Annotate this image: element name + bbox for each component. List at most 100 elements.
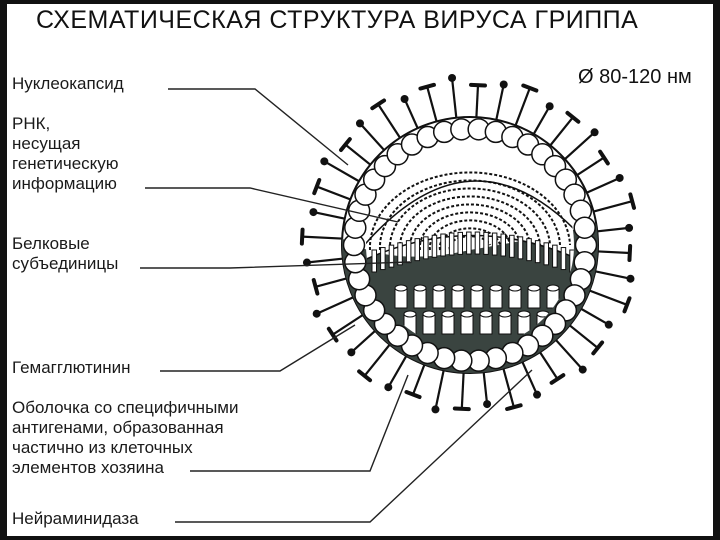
spike-knob xyxy=(499,80,508,89)
capsomer-cap xyxy=(479,310,493,318)
spike xyxy=(332,312,366,336)
label-neuraminidase: Нейраминидаза xyxy=(12,509,139,528)
subunit-rod xyxy=(423,236,429,260)
spike xyxy=(553,337,584,371)
rna-coil xyxy=(398,195,541,251)
surface-spikes xyxy=(299,73,637,414)
spike xyxy=(475,85,480,120)
spike xyxy=(587,288,628,306)
spike-head xyxy=(549,373,566,385)
rna-coil xyxy=(388,187,551,251)
spike-head xyxy=(521,83,539,93)
capsomer-cap xyxy=(517,310,531,318)
capsomer-cap xyxy=(498,310,512,318)
spike xyxy=(450,77,458,120)
label-nucleocapsid: Нуклеокапсид xyxy=(12,74,124,93)
subunit-rod xyxy=(543,242,549,266)
spike-knob xyxy=(604,320,613,329)
spike-head xyxy=(339,137,352,153)
spike xyxy=(578,306,610,326)
subunit-rod xyxy=(474,231,481,255)
spike xyxy=(494,84,505,122)
protein-subunit-rods xyxy=(371,231,574,273)
spike xyxy=(315,276,349,288)
diagram-title: СХЕМАТИЧЕСКАЯ СТРУКТУРА ВИРУСА ГРИППА xyxy=(36,6,639,34)
subunit-rod xyxy=(491,232,498,256)
label-hemagglutinin: Гемагглютинин xyxy=(12,358,131,377)
subunit-rod xyxy=(457,231,463,255)
subunit-rod xyxy=(405,240,412,264)
spike-knob xyxy=(312,309,321,318)
spike-head xyxy=(418,82,436,91)
spike-knob xyxy=(483,400,492,409)
spike xyxy=(387,353,409,388)
subunit-rod xyxy=(509,234,515,258)
spike xyxy=(306,257,345,264)
capsomer-cap xyxy=(413,284,427,292)
subunit-rod xyxy=(534,240,541,264)
capsomer-cap xyxy=(460,310,474,318)
spike-knob xyxy=(625,223,634,232)
rna-coil xyxy=(368,171,571,251)
spike xyxy=(548,116,574,148)
rna-coil xyxy=(408,203,531,251)
spike xyxy=(434,368,446,410)
spike-knob xyxy=(400,94,409,103)
subunit-rod xyxy=(388,244,395,268)
spike-head xyxy=(628,192,637,210)
capsomer-cap xyxy=(441,310,455,318)
spike-knob xyxy=(533,390,542,399)
capsomer-cap xyxy=(422,310,436,318)
spike-head xyxy=(627,244,633,262)
capsomer-cap xyxy=(470,284,484,292)
capsomer-cap xyxy=(394,284,408,292)
spike-knob xyxy=(448,73,457,82)
spike-knob xyxy=(309,208,318,217)
pointer-hemagglutinin xyxy=(160,324,356,372)
spike xyxy=(513,87,531,128)
spike xyxy=(377,103,403,141)
subunit-rod xyxy=(560,247,567,271)
spike-head xyxy=(505,403,523,412)
subunit-rod xyxy=(466,231,472,255)
subunit-rod xyxy=(500,233,506,257)
subunit-rod xyxy=(414,238,420,262)
spike xyxy=(363,342,392,377)
subunit-rod xyxy=(448,232,455,256)
spike xyxy=(520,359,539,396)
spike-head xyxy=(299,227,305,246)
subunit-rod xyxy=(517,236,524,260)
spike xyxy=(426,86,439,124)
spike-knob xyxy=(320,157,329,166)
capsomer-cap xyxy=(527,284,541,292)
subunit-rod xyxy=(380,247,386,271)
spike-head xyxy=(591,340,605,356)
spike xyxy=(531,105,551,137)
spike-knob xyxy=(302,258,311,267)
spike-knob xyxy=(545,102,554,111)
spike xyxy=(593,269,631,280)
label-protein-subunits: Белковые субъединицы xyxy=(12,234,119,273)
spike-head xyxy=(469,82,487,88)
size-label: Ø 80-120 нм xyxy=(578,66,692,88)
spike-head xyxy=(326,326,339,343)
spike-head xyxy=(357,369,373,383)
subunit-rod xyxy=(431,234,438,258)
pointer-nucleocapsid xyxy=(168,88,349,166)
spike xyxy=(562,131,596,162)
subunit-rod xyxy=(397,242,403,266)
capsomer-cap xyxy=(432,284,446,292)
label-rna: РНК, несущая генетическую информацию xyxy=(12,114,119,193)
subunit-rod xyxy=(371,249,377,273)
spike xyxy=(460,370,465,409)
spike xyxy=(302,235,345,240)
spike-knob xyxy=(355,119,364,128)
spike-head xyxy=(311,278,320,296)
spike xyxy=(537,349,559,380)
pointer-envelope xyxy=(190,374,409,472)
pointer-lines xyxy=(140,88,533,523)
spike-knob xyxy=(431,405,440,414)
spike-knob xyxy=(384,383,393,392)
spike xyxy=(316,185,353,202)
